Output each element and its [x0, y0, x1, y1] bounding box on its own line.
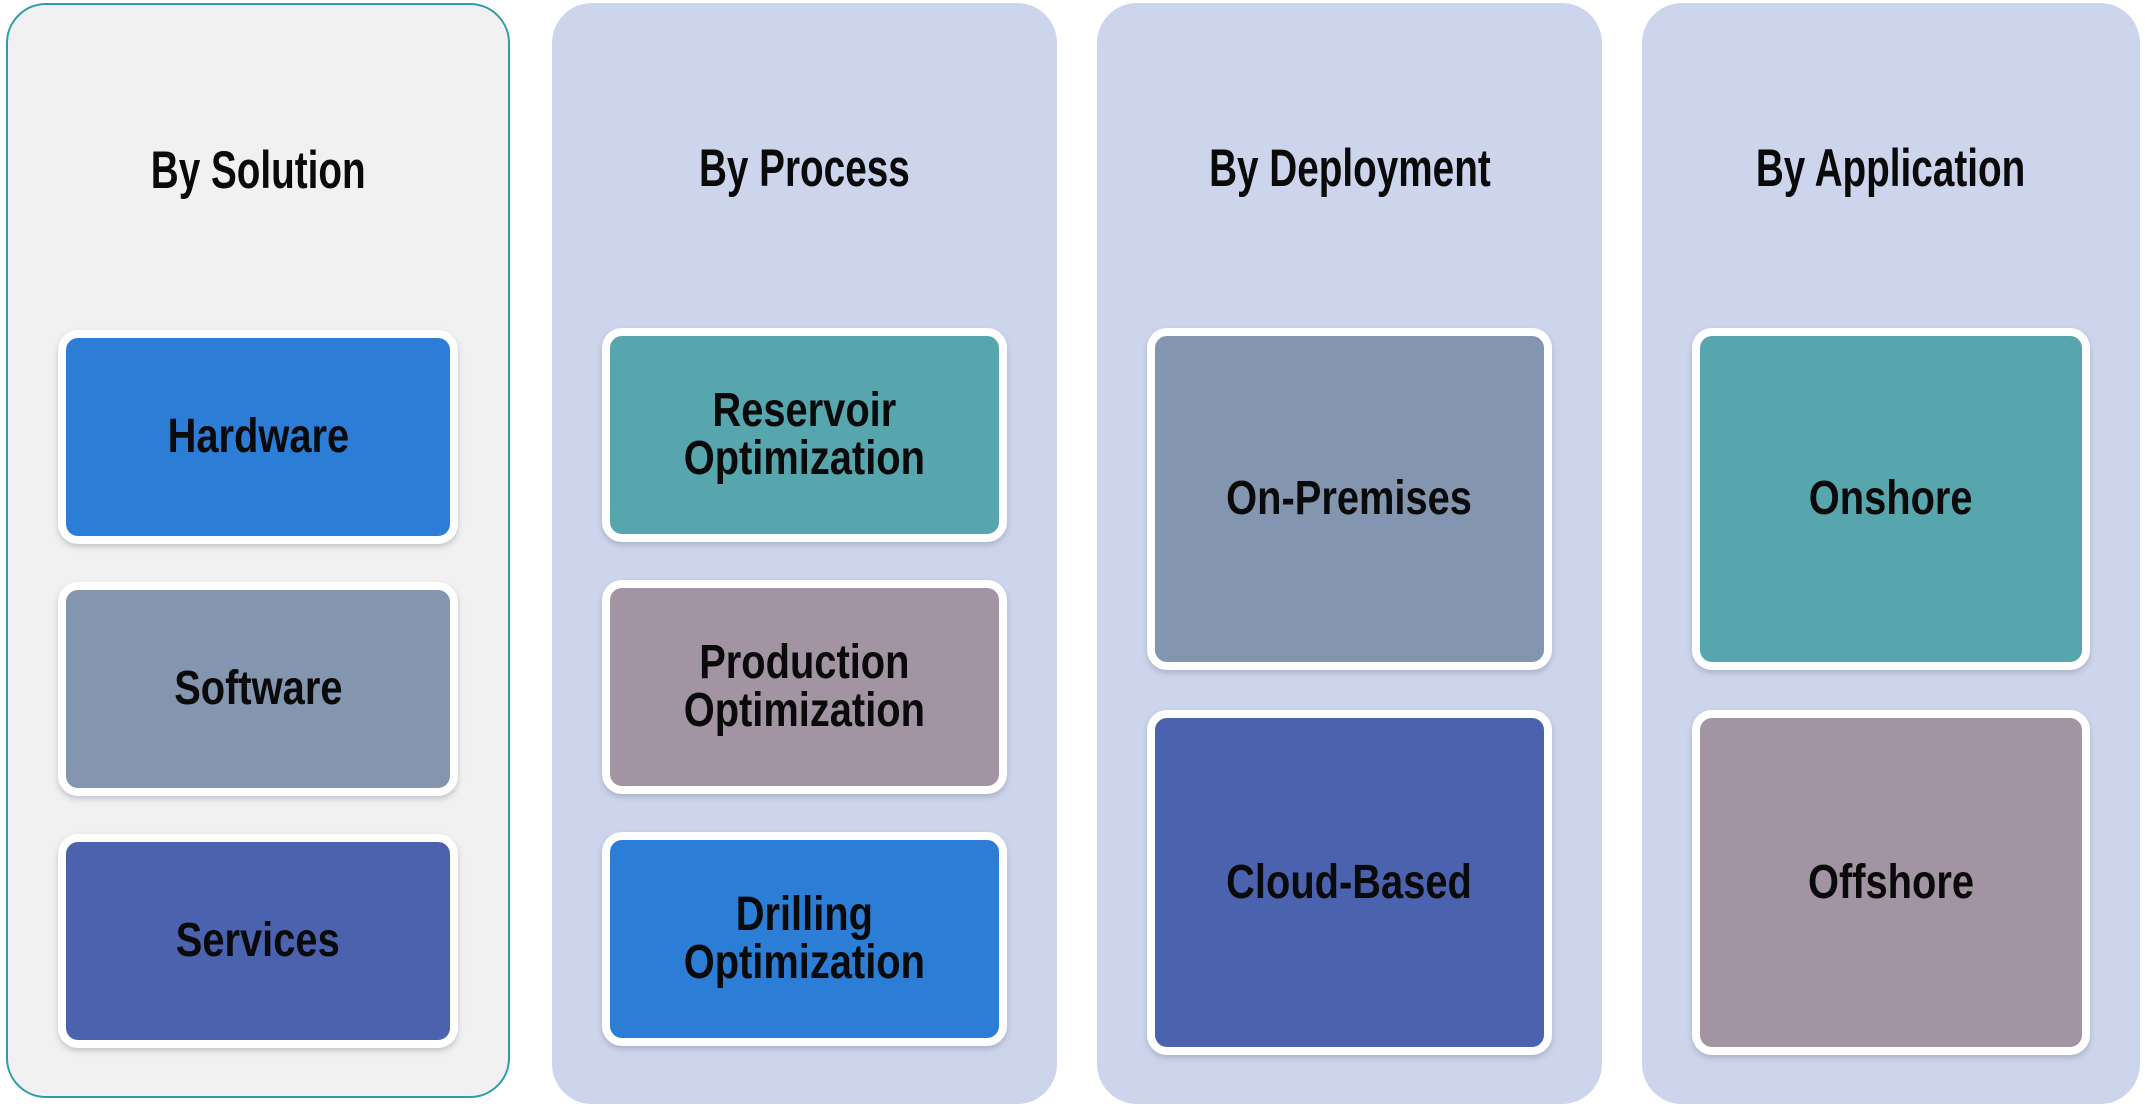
box-offshore: Offshore — [1692, 710, 2090, 1055]
column-header-by-application: By Application — [1756, 139, 2026, 198]
box-label-onshore: Onshore — [1809, 472, 1973, 525]
box-services: Services — [58, 834, 458, 1048]
box-label-reservoir-optimization: Reservoir Optimization — [683, 384, 926, 485]
box-hardware: Hardware — [58, 330, 458, 544]
box-production-optimization: Production Optimization — [602, 580, 1007, 794]
column-by-deployment: By Deployment On-Premises Cloud-Based — [1097, 3, 1602, 1104]
column-by-application: By Application Onshore Offshore — [1642, 3, 2140, 1104]
column-header-by-deployment: By Deployment — [1208, 139, 1491, 198]
box-on-premises: On-Premises — [1147, 328, 1552, 670]
column-header-by-solution: By Solution — [150, 141, 366, 200]
box-cloud-based: Cloud-Based — [1147, 710, 1552, 1055]
box-label-offshore: Offshore — [1807, 855, 1974, 909]
box-software: Software — [58, 582, 458, 796]
box-label-production-optimization: Production Optimization — [683, 636, 926, 737]
column-by-process: By Process Reservoir Optimization Produc… — [552, 3, 1057, 1104]
box-label-services: Services — [176, 914, 340, 967]
box-onshore: Onshore — [1692, 328, 2090, 670]
box-label-drilling-optimization: Drilling Optimization — [683, 888, 926, 989]
box-reservoir-optimization: Reservoir Optimization — [602, 328, 1007, 542]
box-label-hardware: Hardware — [167, 410, 349, 463]
column-header-by-process: By Process — [699, 139, 910, 198]
box-drilling-optimization: Drilling Optimization — [602, 832, 1007, 1046]
box-label-software: Software — [173, 662, 343, 715]
box-label-on-premises: On-Premises — [1226, 472, 1473, 525]
box-label-cloud-based: Cloud-Based — [1226, 855, 1473, 909]
column-by-solution: By Solution Hardware Software Services — [6, 3, 510, 1098]
